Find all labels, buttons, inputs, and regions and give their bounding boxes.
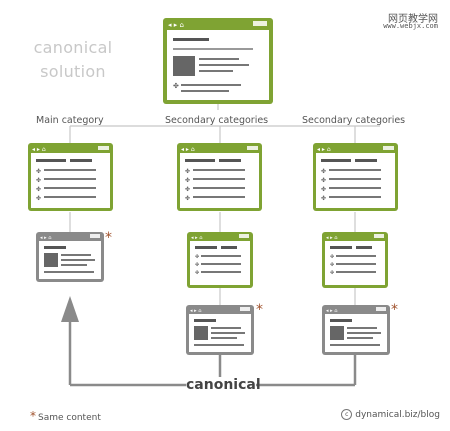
legend-text: Same content — [38, 413, 101, 423]
diagram-title-line1: canonical — [33, 38, 113, 57]
star-icon: * — [30, 409, 36, 423]
connectors — [69, 104, 380, 305]
product-page-window-dup-2 — [322, 305, 390, 355]
legend-same-content: *Same content — [30, 409, 101, 423]
subcategory-window-2 — [322, 232, 388, 288]
star-icon: * — [391, 302, 398, 318]
star-icon: * — [105, 230, 112, 246]
copyright-icon: c — [341, 409, 353, 420]
secondary-category-window-1 — [177, 143, 262, 211]
secondary-category-window-2 — [313, 143, 398, 211]
product-page-window-dup-1 — [186, 305, 254, 355]
product-page-window-main — [36, 232, 104, 282]
diagram-title-line2: solution — [40, 62, 106, 81]
subcategory-window-1 — [187, 232, 253, 288]
brand-url: www.webjx.com — [383, 22, 438, 30]
star-icon: * — [256, 302, 263, 318]
arrow-up-icon — [61, 296, 79, 322]
label-secondary-categories-1: Secondary categories — [165, 115, 269, 126]
credit-text: dynamical.biz/blog — [355, 410, 440, 420]
canonical-label: canonical — [186, 377, 261, 393]
brand-name: 网页教学网 — [388, 14, 438, 25]
label-main-category: Main category — [36, 115, 104, 126]
main-category-window — [28, 143, 113, 211]
label-secondary-categories-2: Secondary categories — [302, 115, 406, 126]
root-page-window — [163, 18, 273, 104]
